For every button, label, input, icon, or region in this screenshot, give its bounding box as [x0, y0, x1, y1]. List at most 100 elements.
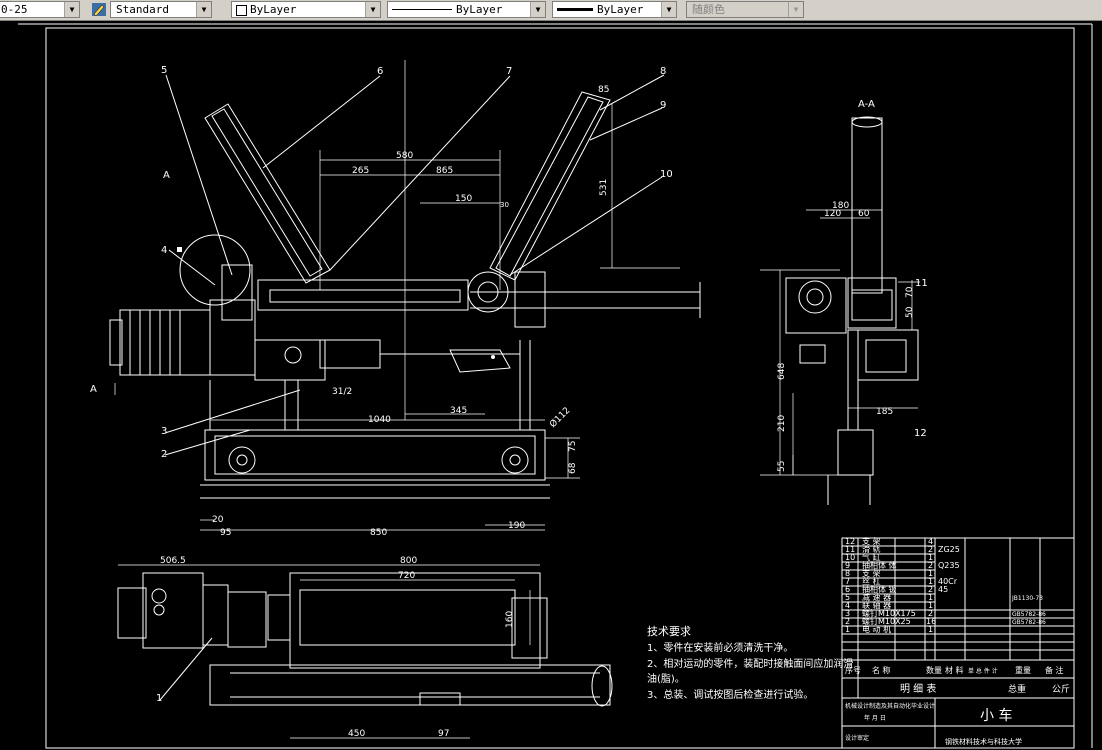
dim-190: 190	[508, 521, 525, 531]
layer-value: ByLayer	[250, 3, 297, 16]
view-label-a: A	[90, 384, 97, 395]
top-view	[117, 572, 613, 707]
drawing-title: 小 车	[980, 707, 1012, 724]
bom-row: 5 减 速 器 1 JB1130-73	[845, 592, 1043, 602]
dim-30: 30	[500, 201, 509, 209]
chevron-down-icon: ▼	[365, 2, 380, 17]
bom-no: 12	[845, 537, 855, 546]
dimension-texts: 580 265 865 150 531 85 30 31/2 345 1040 …	[160, 85, 915, 739]
bom-header-name: 名 称	[872, 665, 891, 675]
lineweight-dropdown[interactable]: ByLayer ▼	[552, 1, 677, 18]
balloon-11: 11	[915, 278, 928, 289]
bom-row: 10 气 缸 1	[845, 552, 933, 562]
bom-no: 11	[845, 545, 855, 554]
bom-qty: 1	[928, 625, 933, 634]
linetype-value: ByLayer	[456, 3, 503, 16]
bom-qty: 1	[928, 593, 933, 602]
lineweight-value: ByLayer	[597, 3, 644, 16]
marker-dot	[491, 355, 495, 359]
chevron-down-icon: ▼	[788, 2, 803, 17]
bom-header-seq: 序号	[845, 665, 861, 675]
bom-no: 2	[845, 617, 850, 626]
bom-no: 8	[845, 569, 850, 578]
bom-qty: 4	[928, 537, 933, 546]
bom-name: 支 架	[862, 536, 881, 546]
balloon-2: 2	[161, 449, 167, 460]
bom-header-weight: 重量	[1015, 665, 1031, 675]
linetype-dropdown[interactable]: ByLayer ▼	[387, 1, 546, 18]
bom-no: 6	[845, 585, 850, 594]
school-label: 机械设计制造及其自动化毕业设计	[845, 702, 935, 710]
dimstyle-dropdown[interactable]: 0-25 ▼	[0, 1, 80, 18]
bom-row: 9 抽相体 体 2 Q235	[845, 560, 960, 570]
text-style-icon[interactable]	[90, 1, 108, 18]
marker-dot	[177, 247, 182, 252]
notes-line-1: 1、零件在安装前必须清洗干净。	[647, 641, 793, 654]
dim-160: 160	[505, 611, 515, 628]
bom-name: 支 架	[862, 568, 881, 578]
bom-name: 抽相体 钣	[862, 584, 897, 594]
section-label: A-A	[858, 99, 875, 110]
bom-title: 明 细 表	[900, 682, 936, 695]
chevron-down-icon: ▼	[530, 2, 545, 17]
dim-210: 210	[777, 415, 787, 432]
title-block	[841, 537, 1075, 749]
balloon-3: 3	[161, 426, 167, 437]
bom-no: 3	[845, 609, 850, 618]
linetype-preview-icon	[392, 9, 452, 10]
bom-no: 5	[845, 593, 850, 602]
layer-dropdown[interactable]: ByLayer ▼	[231, 1, 381, 18]
bom-name: 气 缸	[862, 552, 881, 562]
bom-no: 1	[845, 625, 850, 634]
bom-name: 减 速 器	[862, 592, 891, 602]
textstyle-dropdown[interactable]: Standard ▼	[110, 1, 212, 18]
balloon-1: 1	[156, 693, 162, 704]
company-label: 钢铁材料技术与科技大学	[945, 737, 1022, 746]
front-dimensions	[114, 60, 680, 531]
markers	[177, 247, 495, 359]
dim-1040: 1040	[368, 415, 391, 425]
bom-row: 7 丝 杠 1 40Cr	[845, 576, 958, 586]
dim-75: 75	[568, 441, 578, 452]
dim-180: 180	[832, 201, 849, 211]
bom-name: 丝 杠	[862, 576, 881, 586]
sheet-border	[45, 27, 1075, 749]
bom-row: 12 支 架 4	[845, 536, 933, 546]
bom-mat: Q235	[938, 561, 960, 570]
bom-row: 1 电 动 机 1	[845, 624, 933, 634]
bom-qty: 1	[928, 553, 933, 562]
bom-row: 2 螺钉M10X25 16 GB5782-86	[845, 616, 1046, 626]
dim-112: Ø112	[548, 405, 573, 430]
dim-60: 60	[858, 209, 870, 219]
dim-265: 265	[352, 166, 369, 176]
balloon-12: 12	[914, 428, 927, 439]
chevron-down-icon: ▼	[196, 2, 211, 17]
drawing-canvas[interactable]: 5 6 7 8 9 10 4 3 2 1 11 12 A-A A A 580 2…	[0, 21, 1102, 750]
balloon-7: 7	[506, 66, 512, 77]
bom-std: JB1130-73	[1011, 595, 1043, 602]
chevron-down-icon: ▼	[661, 2, 676, 17]
bom-qty: 1	[928, 569, 933, 578]
bom-name: 螺钉M10X175	[862, 608, 916, 618]
bom-name: 联 轴 器	[862, 600, 891, 610]
bom-total-label: 总重	[1008, 683, 1026, 695]
dim-68: 68	[568, 462, 578, 474]
bom-header: 序号 名 称 数量 材 料 单 总 件 计 重量 备 注	[845, 665, 1064, 675]
dim-720: 720	[398, 571, 415, 581]
balloon-4: 4	[161, 245, 167, 256]
bom-name: 螺钉M10X25	[862, 616, 911, 626]
front-view	[109, 74, 701, 499]
dim-120: 120	[824, 209, 841, 219]
bom-qty: 1	[928, 601, 933, 610]
bom-qty: 2	[928, 585, 933, 594]
designer-label: 设计审定	[845, 734, 869, 742]
bom-qty: 2	[928, 545, 933, 554]
dim-55: 55	[777, 461, 787, 472]
balloon-8: 8	[660, 66, 666, 77]
side-dimensions	[760, 209, 920, 476]
plotstyle-dropdown: 随颜色 ▼	[686, 1, 804, 18]
bom-row: 11 滑 轨 2 ZG25	[845, 544, 960, 554]
dim-150: 150	[455, 194, 472, 204]
properties-toolbar: 0-25 ▼ Standard ▼ ByLayer ▼ ByLayer ▼ By…	[0, 0, 1102, 21]
dim-70: 70	[905, 286, 915, 298]
